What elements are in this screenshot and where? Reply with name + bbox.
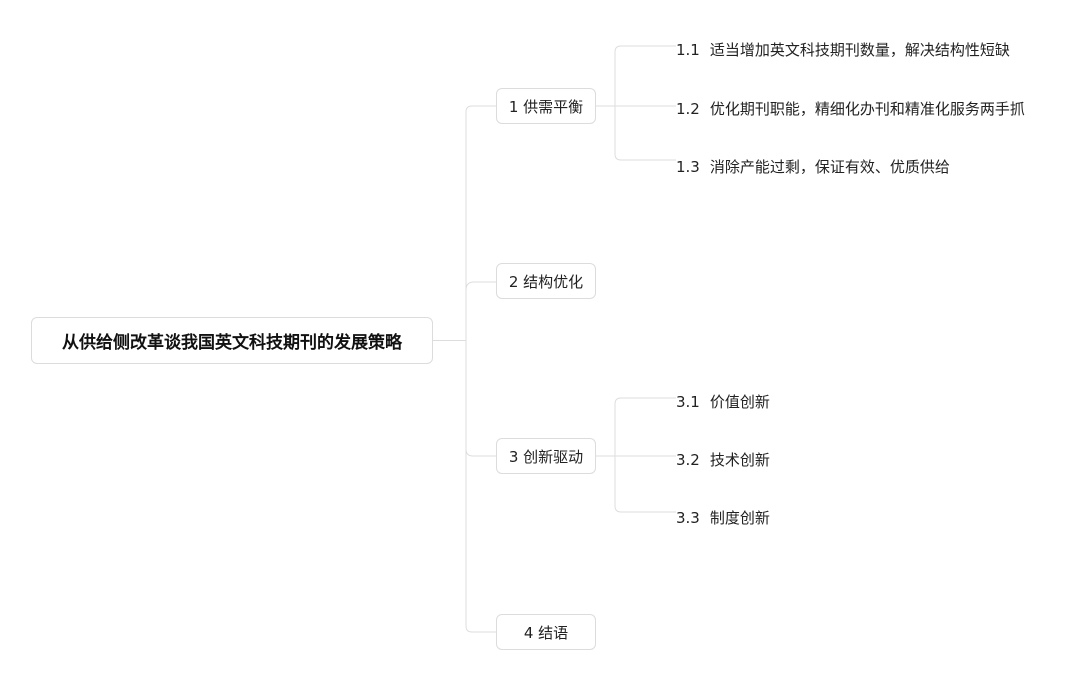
subtopic-number: 3.3 (676, 509, 700, 527)
branch-topic-label: 4 结语 (523, 623, 569, 642)
subtopic-text: 价值创新 (709, 393, 770, 411)
branch-topic-4[interactable]: 4 结语 (496, 614, 596, 650)
branch-topic-2[interactable]: 2 结构优化 (496, 263, 596, 299)
connector-b1-top (614, 45, 676, 53)
subtopic-1-3[interactable]: 1.3 消除产能过剩，保证有效、优质供给 (676, 155, 950, 179)
subtopic-number: 3.2 (676, 451, 700, 469)
connector-trunk-lower (465, 340, 496, 633)
subtopic-1-2[interactable]: 1.2 优化期刊职能，精细化办刊和精准化服务两手抓 (676, 97, 1025, 121)
branch-topic-3[interactable]: 3 创新驱动 (496, 438, 596, 474)
subtopic-text: 技术创新 (709, 451, 770, 469)
subtopic-3-2[interactable]: 3.2 技术创新 (676, 448, 770, 472)
subtopic-1-1[interactable]: 1.1 适当增加英文科技期刊数量，解决结构性短缺 (676, 38, 1010, 62)
branch-topic-label: 1 供需平衡 (508, 97, 584, 116)
subtopic-number: 3.1 (676, 393, 700, 411)
subtopic-text: 优化期刊职能，精细化办刊和精准化服务两手抓 (709, 100, 1025, 118)
connector-trunk-upper (465, 105, 496, 341)
connector-branch-2 (465, 281, 496, 291)
subtopic-number: 1.1 (676, 41, 700, 59)
connector-b3-vertical (614, 404, 676, 513)
subtopic-number: 1.2 (676, 100, 700, 118)
branch-topic-1[interactable]: 1 供需平衡 (496, 88, 596, 124)
subtopic-3-3[interactable]: 3.3 制度创新 (676, 506, 770, 530)
branch-topic-label: 3 创新驱动 (508, 447, 584, 466)
connector-b1-vertical (614, 52, 676, 161)
root-topic-label: 从供给侧改革谈我国英文科技期刊的发展策略 (62, 333, 402, 353)
subtopic-number: 1.3 (676, 158, 700, 176)
subtopic-3-1[interactable]: 3.1 价值创新 (676, 390, 770, 414)
subtopic-text: 消除产能过剩，保证有效、优质供给 (709, 158, 950, 176)
subtopic-text: 制度创新 (709, 509, 770, 527)
subtopic-text: 适当增加英文科技期刊数量，解决结构性短缺 (709, 41, 1010, 59)
branch-topic-label: 2 结构优化 (508, 272, 584, 291)
connector-branch-3 (465, 448, 496, 457)
connector-b3-top (614, 397, 676, 405)
root-topic[interactable]: 从供给侧改革谈我国英文科技期刊的发展策略 (31, 317, 433, 364)
